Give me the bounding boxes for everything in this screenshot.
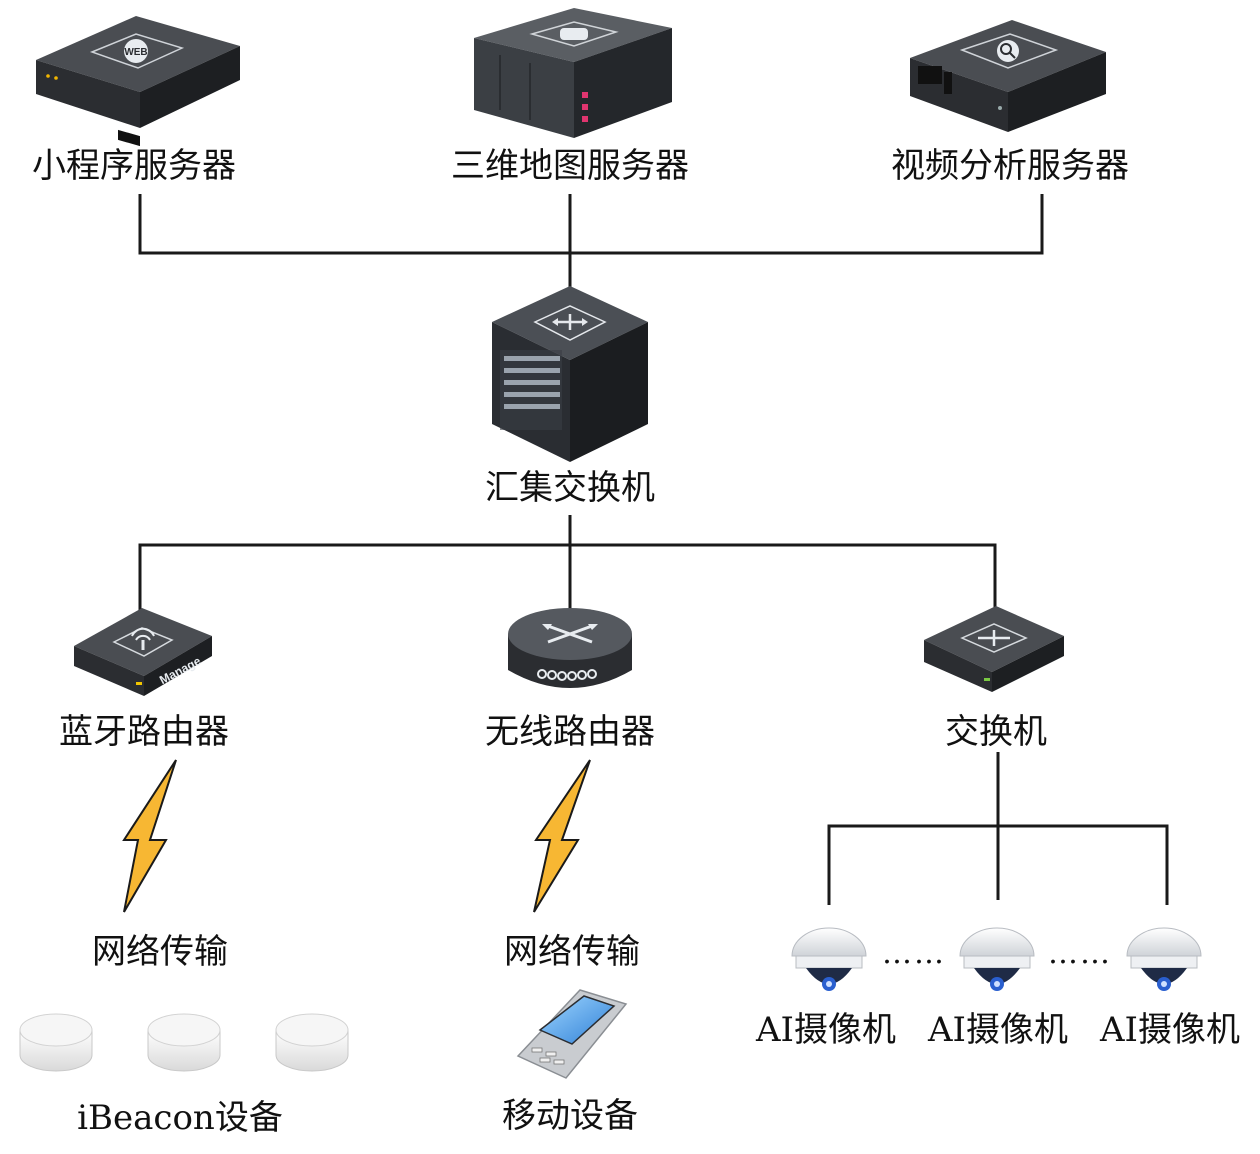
ellipsis-2: …… xyxy=(1048,936,1112,971)
label-bluetooth-router: 蓝牙路由器 xyxy=(59,712,229,752)
label-core-switch: 汇集交换机 xyxy=(485,468,655,508)
camera-icon-1 xyxy=(791,927,867,991)
ibeacon-device-icon xyxy=(19,1013,93,1072)
label-camera-2: AI摄像机 xyxy=(928,1010,1068,1050)
label-camera-3: AI摄像机 xyxy=(1100,1010,1240,1050)
video-server-icon xyxy=(910,20,1106,132)
lightning-icon-left xyxy=(122,759,177,913)
core-switch-icon xyxy=(492,286,648,462)
label-network-left: 网络传输 xyxy=(92,932,228,972)
label-wireless-router: 无线路由器 xyxy=(485,712,655,752)
lightning-icon-mid xyxy=(533,759,591,913)
mobile-phone-icon xyxy=(516,989,628,1079)
label-miniprogram-server: 小程序服务器 xyxy=(32,146,236,186)
label-mobile: 移动设备 xyxy=(502,1096,638,1136)
connection-lines xyxy=(138,194,1169,905)
label-network-mid: 网络传输 xyxy=(504,932,640,972)
ibeacon-device-icon xyxy=(147,1013,221,1072)
label-ibeacon: iBeacon设备 xyxy=(77,1098,283,1138)
link-branches xyxy=(138,543,997,615)
link-miniprogram xyxy=(138,194,1044,255)
web-server-icon: WEB xyxy=(36,16,240,147)
ibeacon-device-icon xyxy=(275,1013,349,1072)
bluetooth-router-icon: Manage xyxy=(74,608,212,696)
camera-icon-2 xyxy=(959,927,1035,991)
web-badge: WEB xyxy=(124,47,147,58)
label-camera-1: AI摄像机 xyxy=(756,1010,896,1050)
label-switch: 交换机 xyxy=(945,712,1047,752)
label-map3d-server: 三维地图服务器 xyxy=(451,146,689,186)
camera-icon-3 xyxy=(1126,927,1202,991)
access-switch-icon xyxy=(924,606,1064,692)
ellipsis-1: …… xyxy=(882,936,946,971)
wireless-router-icon xyxy=(508,608,632,688)
label-video-server: 视频分析服务器 xyxy=(891,146,1129,186)
map-server-icon xyxy=(474,8,672,138)
